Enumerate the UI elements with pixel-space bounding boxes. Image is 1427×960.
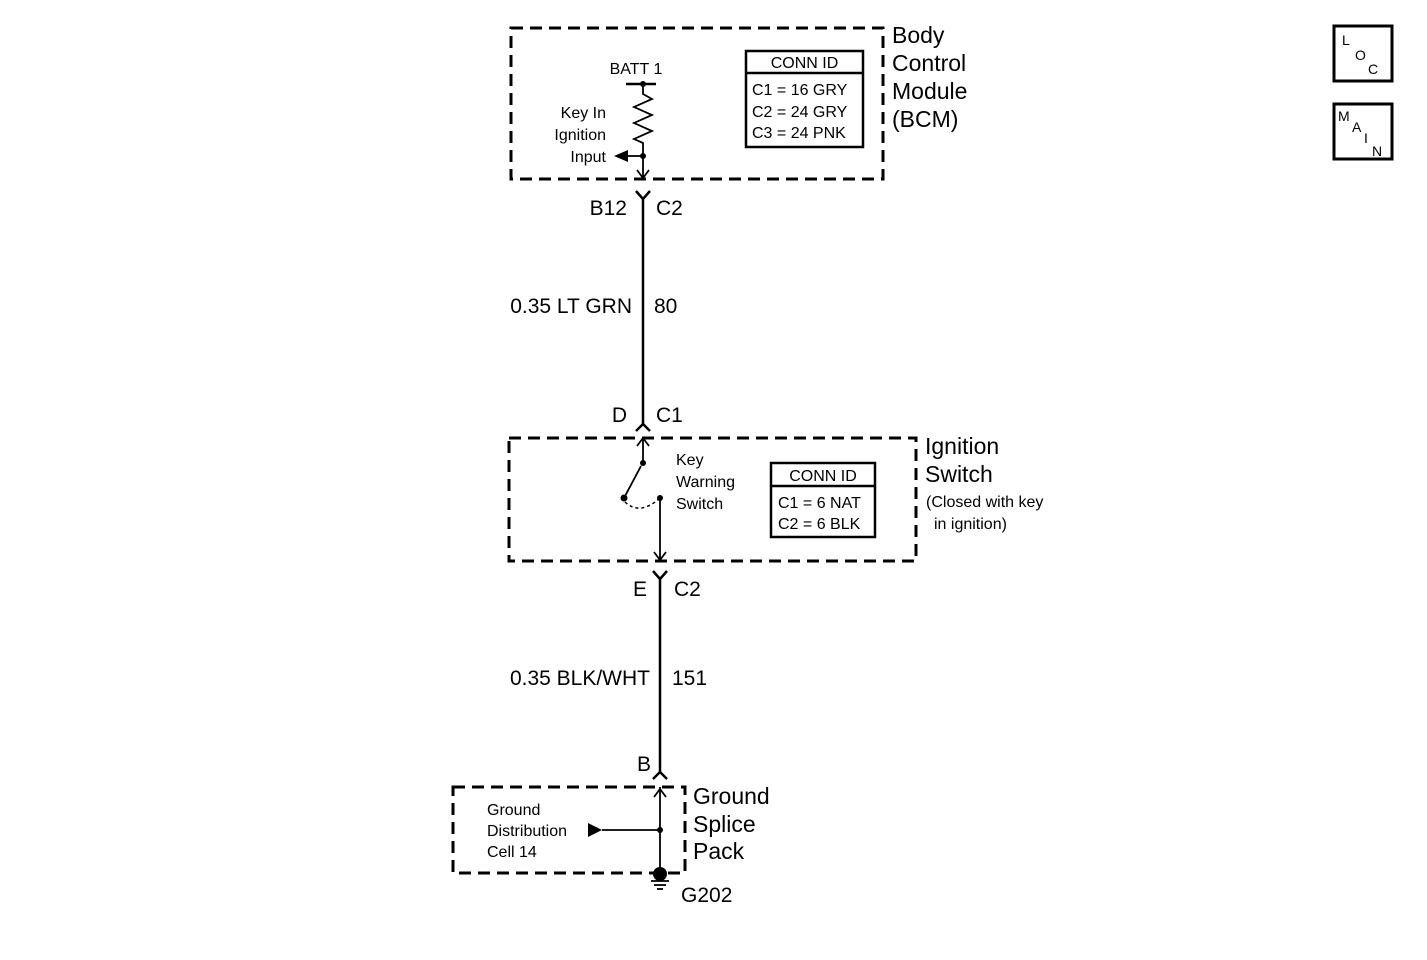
connector-b12-c2: B12 C2	[590, 190, 683, 220]
splice-entry-arrow	[653, 787, 667, 798]
ground-label: G202	[681, 884, 732, 907]
key-in-line-2: Ignition	[554, 127, 606, 144]
ground-splice-pack: Ground Splice Pack Ground Distribution C…	[451, 783, 770, 907]
splice-title-line-1: Ground	[693, 783, 770, 809]
loc-button[interactable]: L O C	[1332, 24, 1394, 83]
dist-line-3: Cell 14	[487, 844, 537, 861]
batt-label: BATT 1	[610, 61, 663, 78]
wire-2-label: 0.35 BLK/WHT	[510, 667, 650, 690]
ignition-title-line-1: Ignition	[925, 433, 999, 459]
connector-mid-conn: C1	[656, 404, 683, 427]
splice-node	[657, 827, 663, 833]
bcm-conn-row-1: C1 = 16 GRY	[752, 82, 848, 99]
bcm-title-line-2: Control	[892, 50, 966, 76]
switch-label-line-1: Key	[676, 452, 704, 469]
ignition-conn-row-1: C1 = 6 NAT	[778, 495, 861, 512]
connector-b: B	[637, 753, 668, 780]
switch-label-line-2: Warning	[676, 474, 735, 491]
switch-entry-arrow	[636, 436, 650, 447]
dist-line-2: Distribution	[487, 823, 567, 840]
bcm-conn-title: CONN ID	[771, 55, 839, 72]
connector-mid-pin: D	[612, 404, 627, 427]
ignition-switch-boundary	[507, 436, 918, 563]
switch-exit-arrow	[653, 551, 667, 562]
connector-bottom-pin: B	[637, 753, 651, 776]
key-in-line-1: Key In	[561, 105, 606, 122]
connector-low-conn: C2	[674, 578, 701, 601]
wire-1-circuit: 80	[654, 295, 677, 318]
wire-1-label: 0.35 LT GRN	[510, 295, 632, 318]
main-button[interactable]: M A I N	[1332, 102, 1394, 161]
switch-blade	[623, 465, 642, 499]
ignition-note-line-2: in ignition)	[934, 516, 1007, 533]
bcm-module: Body Control Module (BCM) BATT 1 Key In …	[509, 22, 967, 181]
bcm-boundary	[509, 26, 885, 181]
connector-low-pin: E	[633, 578, 647, 601]
main-letter-i: I	[1364, 130, 1368, 146]
bcm-title-line-4: (BCM)	[892, 106, 958, 132]
wire-circuit-151: 0.35 BLK/WHT 151	[510, 579, 707, 773]
connector-e-c2: E C2	[633, 570, 701, 601]
loc-letter-l: L	[1342, 32, 1350, 48]
ignition-conn-row-2: C2 = 6 BLK	[778, 516, 861, 533]
switch-pivot	[620, 494, 628, 502]
connector-top-conn: C2	[656, 197, 683, 220]
connector-fork-top	[635, 190, 651, 201]
distribution-arrow	[588, 823, 602, 837]
splice-title-line-3: Pack	[693, 838, 745, 864]
loc-letter-c: C	[1368, 61, 1378, 77]
wire-circuit-80: 0.35 LT GRN 80	[510, 199, 677, 425]
ground-symbol-icon	[651, 874, 669, 890]
switch-upper-contact	[640, 460, 646, 466]
ignition-conn-id-table: CONN ID C1 = 6 NAT C2 = 6 BLK	[769, 461, 877, 539]
main-letter-n: N	[1372, 143, 1382, 159]
wire-2-circuit: 151	[672, 667, 707, 690]
switch-label-line-3: Switch	[676, 496, 723, 513]
ground-splice-boundary	[451, 785, 687, 875]
bcm-title-line-1: Body	[892, 22, 945, 48]
ignition-title-line-2: Switch	[925, 461, 993, 487]
connector-fork-low	[652, 570, 668, 581]
key-in-line-3: Input	[570, 149, 606, 166]
pullup-resistor	[631, 84, 655, 156]
switch-mechanical-link	[624, 497, 661, 509]
connector-chevron-mid	[635, 422, 651, 432]
connector-top-pin: B12	[590, 197, 627, 220]
splice-title-line-2: Splice	[693, 811, 756, 837]
main-letter-m: M	[1338, 108, 1350, 124]
main-letter-a: A	[1352, 119, 1362, 135]
bcm-output-arrow	[636, 169, 650, 180]
connector-d-c1: D C1	[612, 404, 683, 432]
ignition-note-line-1: (Closed with key	[926, 494, 1043, 511]
dist-line-1: Ground	[487, 802, 540, 819]
bcm-conn-id-table: CONN ID C1 = 16 GRY C2 = 24 GRY C3 = 24 …	[744, 49, 865, 149]
loc-letter-o: O	[1355, 47, 1366, 63]
bcm-conn-row-2: C2 = 24 GRY	[752, 104, 848, 121]
bcm-title-line-3: Module	[892, 78, 967, 104]
bcm-conn-row-3: C3 = 24 PNK	[752, 125, 846, 142]
connector-chevron-bottom	[652, 770, 668, 780]
input-arrow	[614, 150, 628, 162]
ignition-switch-module: Ignition Switch (Closed with key in igni…	[507, 433, 1043, 563]
ignition-conn-title: CONN ID	[789, 468, 857, 485]
